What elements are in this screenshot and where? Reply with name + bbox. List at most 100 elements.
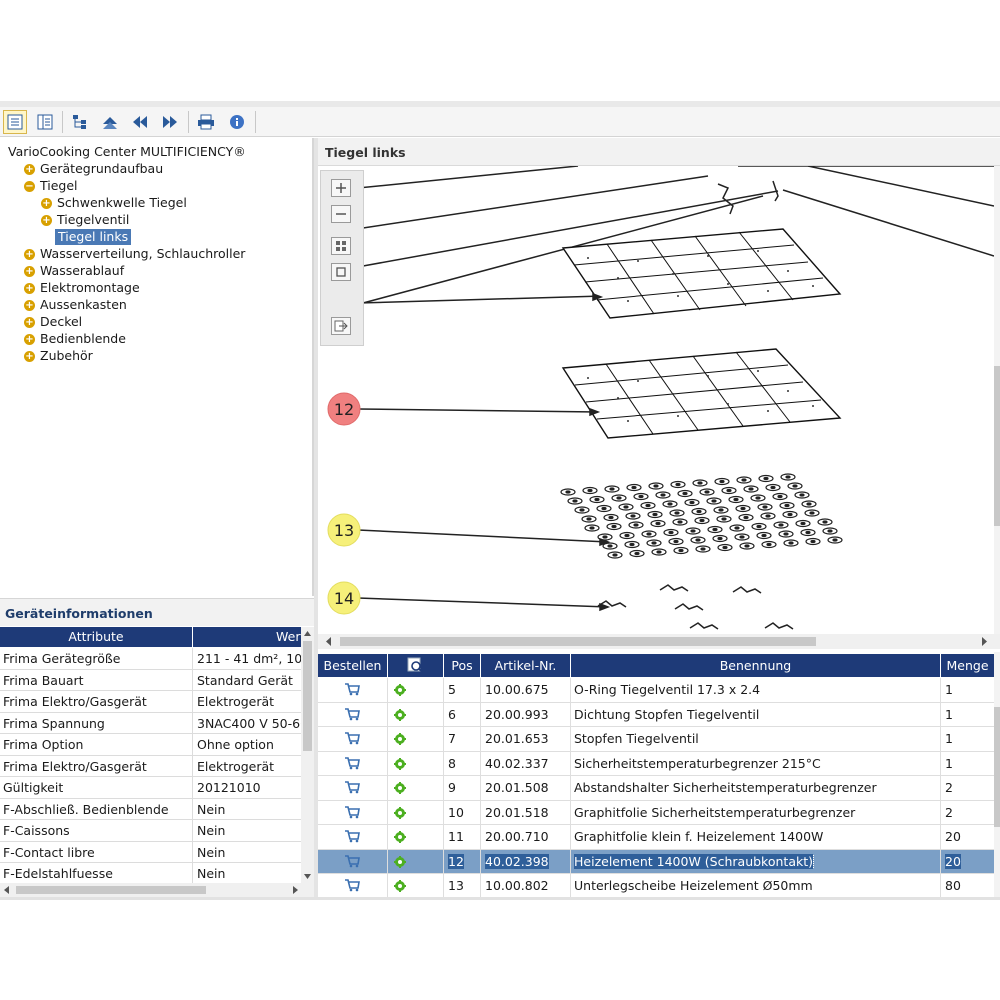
cart-icon[interactable] xyxy=(344,780,360,797)
cart-icon[interactable] xyxy=(344,829,360,846)
gear-icon[interactable] xyxy=(394,880,406,895)
tree-item[interactable]: +Bedienblende xyxy=(24,331,126,347)
gear-icon[interactable] xyxy=(394,684,406,699)
expand-icon[interactable]: + xyxy=(24,282,35,294)
gear-icon[interactable] xyxy=(394,855,406,871)
drawing-vertical-scrollbar[interactable] xyxy=(994,166,1000,634)
tree-root[interactable]: VarioCooking Center MULTIFICIENCY® xyxy=(8,144,246,159)
tree-item[interactable]: +Gerätegrundaufbau xyxy=(24,161,163,177)
zoom-out-icon[interactable] xyxy=(331,205,351,223)
level-up-icon[interactable] xyxy=(98,110,122,134)
expand-icon[interactable]: + xyxy=(24,265,35,277)
cart-icon[interactable] xyxy=(344,854,360,871)
column-header-search[interactable] xyxy=(388,654,443,677)
expand-icon[interactable]: + xyxy=(24,248,35,260)
cart-icon[interactable] xyxy=(344,731,360,748)
callout-12[interactable]: 12 xyxy=(327,392,361,426)
info-horizontal-scrollbar[interactable] xyxy=(0,883,314,897)
zoom-in-icon[interactable] xyxy=(331,179,351,197)
washer-hole xyxy=(696,509,702,514)
next-icon[interactable] xyxy=(158,110,182,134)
column-header-attribute[interactable]: Attribute xyxy=(0,627,192,647)
column-header-article[interactable]: Artikel-Nr. xyxy=(481,654,570,677)
tree-item[interactable]: +Aussenkasten xyxy=(24,297,127,313)
column-header-pos[interactable]: Pos xyxy=(444,654,480,677)
list-view-icon[interactable] xyxy=(3,110,27,134)
tree-item[interactable]: Tiegel links xyxy=(55,229,132,245)
drawing-horizontal-scrollbar[interactable] xyxy=(318,634,1000,649)
washer-shape xyxy=(655,491,671,499)
expand-icon[interactable]: + xyxy=(24,163,35,175)
tree-item[interactable]: +Deckel xyxy=(24,314,82,330)
info-vertical-scrollbar[interactable] xyxy=(301,627,314,883)
expand-icon[interactable]: + xyxy=(41,197,52,209)
cart-icon[interactable] xyxy=(344,805,360,822)
expand-icon[interactable]: + xyxy=(24,316,35,328)
washer-hole xyxy=(805,530,811,535)
tree-item[interactable]: +Wasserablauf xyxy=(24,263,124,279)
washer-hole xyxy=(755,496,761,500)
column-header-name[interactable]: Benennung xyxy=(571,654,940,677)
expand-icon[interactable]: + xyxy=(41,214,52,226)
info-icon[interactable] xyxy=(225,110,249,134)
export-icon[interactable] xyxy=(331,317,351,335)
previous-icon[interactable] xyxy=(128,110,152,134)
fit-page-icon[interactable] xyxy=(331,237,351,255)
tree-item[interactable]: +Zubehör xyxy=(24,348,93,364)
column-header-quantity[interactable]: Menge xyxy=(941,654,994,677)
gear-icon[interactable] xyxy=(394,806,406,822)
column-header-order[interactable]: Bestellen xyxy=(318,654,387,677)
expand-icon[interactable]: + xyxy=(24,333,35,345)
collapse-icon[interactable]: − xyxy=(24,180,35,192)
gear-icon[interactable] xyxy=(394,782,406,797)
gear-icon[interactable] xyxy=(394,757,406,773)
callout-14[interactable]: 14 xyxy=(327,581,361,615)
cart-icon[interactable] xyxy=(344,756,360,773)
detail-view-icon[interactable] xyxy=(33,110,57,134)
tree-item[interactable]: +Elektromontage xyxy=(24,280,140,296)
column-header-value[interactable]: Wert xyxy=(193,627,301,647)
exploded-drawing[interactable]: 12 13 14 xyxy=(318,166,994,634)
callout-13[interactable]: 13 xyxy=(327,513,361,547)
tree-item[interactable]: +Tiegelventil xyxy=(41,212,129,228)
expand-icon[interactable]: + xyxy=(24,299,35,311)
expand-icon[interactable]: + xyxy=(24,350,35,362)
gear-icon[interactable] xyxy=(394,708,406,724)
print-icon[interactable] xyxy=(194,110,218,134)
tree-item[interactable]: +Schwenkwelle Tiegel xyxy=(41,195,187,211)
gear-icon[interactable] xyxy=(394,831,406,846)
column-divider xyxy=(443,678,444,702)
tree-item[interactable]: +Wasserverteilung, Schlauchroller xyxy=(24,246,245,262)
washer-shape xyxy=(734,533,750,541)
splitter[interactable] xyxy=(314,138,318,900)
cart-icon[interactable] xyxy=(344,878,360,895)
cart-icon[interactable] xyxy=(344,682,360,699)
gear-icon[interactable] xyxy=(394,733,406,748)
tree-view-icon[interactable] xyxy=(69,110,93,134)
tree-item[interactable]: −Tiegel xyxy=(24,178,78,194)
actual-size-icon[interactable] xyxy=(331,263,351,281)
washer-hole xyxy=(601,506,607,511)
cart-icon[interactable] xyxy=(344,707,360,724)
parts-vertical-scrollbar[interactable] xyxy=(994,652,1000,900)
